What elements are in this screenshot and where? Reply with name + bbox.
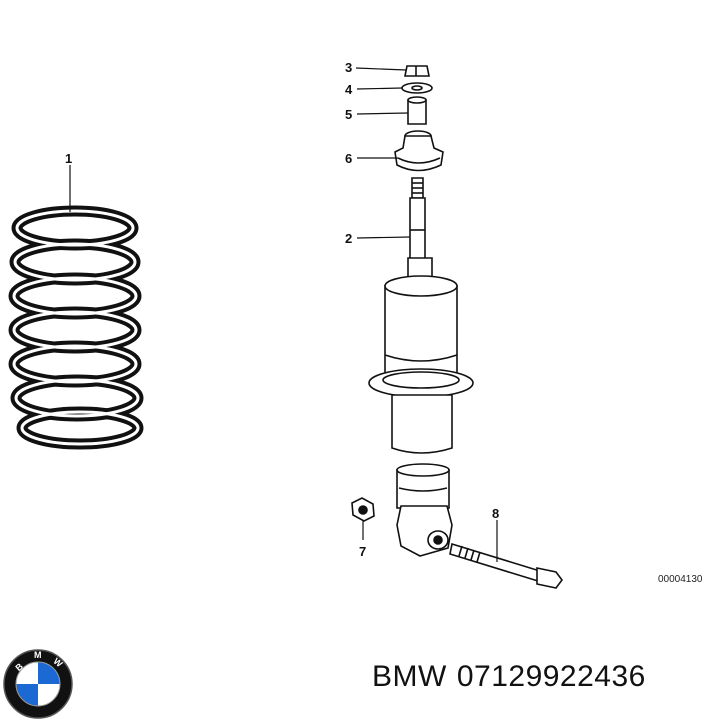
brand-name: BMW	[372, 660, 447, 693]
mounting-bolt	[449, 542, 563, 589]
bmw-logo-icon: B M W	[3, 649, 73, 719]
part-number: 07129922436	[456, 660, 646, 693]
callout-8: 8	[492, 506, 499, 521]
callout-2: 2	[345, 231, 352, 246]
lock-nut	[351, 497, 375, 522]
callout-3: 3	[345, 60, 352, 75]
shock-absorber	[368, 65, 474, 557]
callout-1: 1	[65, 151, 72, 166]
leader-lines	[69, 67, 498, 562]
coil-spring	[8, 205, 144, 450]
callout-6: 6	[345, 151, 352, 166]
callout-5: 5	[345, 107, 352, 122]
svg-text:B: B	[13, 661, 25, 673]
callout-7: 7	[359, 544, 366, 559]
part-caption: BMW 07129922436	[372, 660, 656, 694]
svg-text:M: M	[34, 650, 42, 660]
diagram-reference-code: 00004130	[658, 574, 703, 585]
callout-4: 4	[345, 82, 353, 97]
